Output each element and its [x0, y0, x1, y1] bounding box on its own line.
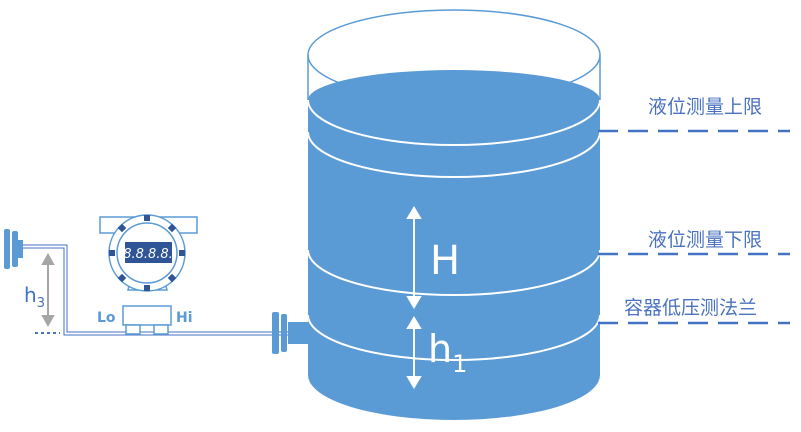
display-screen	[125, 242, 172, 263]
left-flange	[4, 229, 23, 269]
h3-label: h3	[24, 283, 45, 311]
impulse-pipes	[22, 244, 305, 336]
pressure-transmitter	[99, 214, 198, 335]
dashed-lines	[598, 129, 790, 325]
h3-arrow	[41, 252, 55, 328]
H-arrow	[406, 206, 422, 389]
lower-limit-label: 液位测量下限	[648, 229, 762, 251]
lo-label: Lo	[97, 310, 116, 326]
display-digits: 8.8.8.8.	[123, 247, 173, 262]
upper-limit-label: 液位测量上限	[648, 96, 762, 118]
low-flange-label: 容器低压测法兰	[624, 297, 757, 319]
h1-label: h1	[428, 327, 467, 378]
right-flange	[272, 312, 308, 354]
H-label: H	[430, 238, 460, 284]
tank	[307, 9, 601, 420]
hi-label: Hi	[176, 310, 193, 326]
